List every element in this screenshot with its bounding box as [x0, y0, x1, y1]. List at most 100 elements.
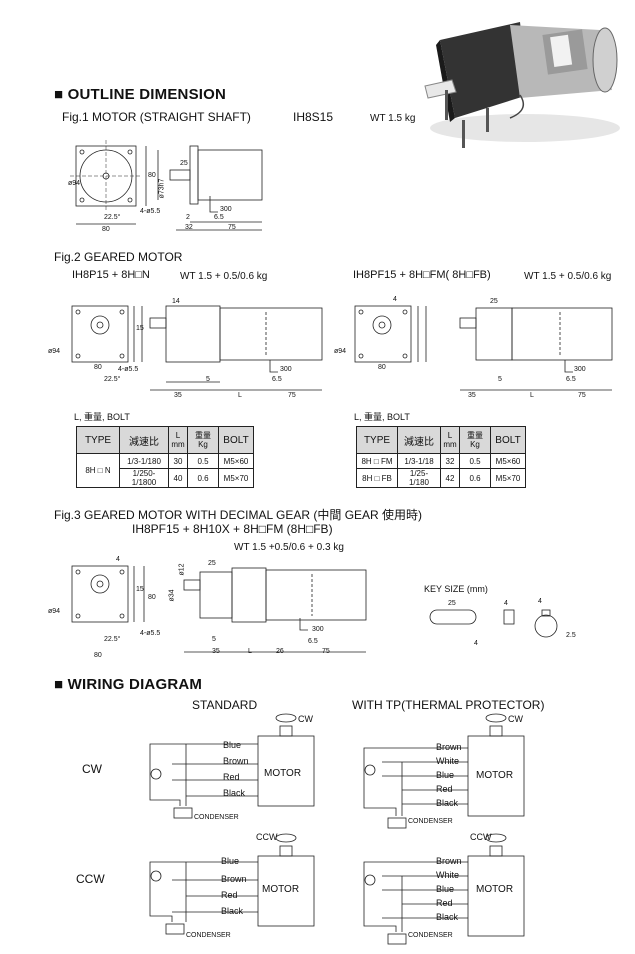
fig3-dim-300: 300 — [312, 626, 324, 633]
fig1-dim-80b: 80 — [148, 172, 156, 179]
wire-label: Black — [221, 906, 244, 916]
fig2a-dim-75: 75 — [288, 392, 296, 399]
wire-label: Black — [223, 788, 246, 798]
wire-label: White — [436, 756, 460, 766]
keysize-dim-4c: 4 — [474, 640, 478, 647]
fig2a-weight: WT 1.5 + 0.5/0.6 kg — [180, 271, 268, 282]
fig2b-dim-65: 6.5 — [566, 376, 576, 383]
fig3-dim-26: 26 — [276, 648, 284, 655]
table-row: 8H □ N 1/3-1/180 30 0.5 M5×60 — [76, 453, 254, 488]
wiring-heading: ■ WIRING DIAGRAM — [54, 676, 203, 693]
wire-label: Brown — [436, 742, 462, 752]
wiring-tp-label: WITH TP(THERMAL PROTECTOR) — [352, 698, 545, 712]
keysize-dim-4b: 4 — [538, 598, 542, 605]
fig2-title: Fig.2 GEARED MOTOR — [54, 250, 183, 264]
fig3-dim-15: 15 — [136, 586, 144, 593]
fig1-dim-75: 75 — [228, 224, 236, 231]
condenser-label: CONDENSER — [408, 932, 453, 939]
motor-label: MOTOR — [476, 884, 514, 895]
fig2b-weight: WT 1.5 + 0.5/0.6 kg — [524, 271, 612, 282]
wiring-standard-label: STANDARD — [192, 698, 258, 712]
wire-label: Black — [436, 798, 459, 808]
fig2b-dim-80: 80 — [378, 364, 386, 371]
table-row: 1/250-1/1800 40 0.6 M5×70 — [77, 468, 254, 488]
fig2b-dim-25: 25 — [490, 298, 498, 305]
wire-label: Black — [436, 912, 459, 922]
th-l-unit: mm — [171, 440, 185, 449]
fig2b-dim-5: 5 — [498, 376, 502, 383]
fig3-model: IH8PF15 + 8H10X + 8H□FM (8H□FB) — [132, 522, 333, 536]
th-wt-name: 重量 — [195, 431, 211, 440]
fig2b-dim-4: 4 — [393, 296, 397, 303]
fig2b-dim-94: ø94 — [334, 348, 347, 355]
table-row: 8H □ FM 1/3-1/18 32 0.5 M5×60 — [356, 453, 526, 469]
wire-label: Red — [436, 784, 453, 794]
fig1-title: Fig.1 MOTOR (STRAIGHT SHAFT) — [62, 110, 251, 124]
th-bolt: BOLT — [218, 426, 254, 454]
fig2a-model: IH8P15 + 8H□N — [72, 269, 150, 281]
motor-label: MOTOR — [262, 884, 300, 895]
th-ratio: 減速比 — [397, 426, 441, 454]
cell-ratio: 1/250-1/1800 — [119, 468, 169, 488]
th-wt-unit: Kg — [470, 440, 480, 449]
table-a-caption: L, 重量, BOLT — [74, 412, 130, 422]
cell-l: 42 — [440, 468, 460, 488]
fig2a-angle: 22.5° — [104, 376, 121, 383]
fig3-dim-25: 25 — [208, 560, 216, 567]
outline-heading-text: OUTLINE DIMENSION — [67, 86, 227, 103]
th-type: TYPE — [76, 426, 120, 454]
fig3-dim-75: 75 — [322, 648, 330, 655]
keysize-dim-25: 25 — [448, 600, 456, 607]
wire-label: Blue — [223, 740, 242, 750]
wire-label: Red — [223, 772, 240, 782]
wire-label: Red — [436, 898, 453, 908]
th-wt-unit: Kg — [198, 440, 208, 449]
table-row: 8H □ FB 1/25-1/180 42 0.6 M5×70 — [356, 468, 526, 488]
fig2a-holes: 4-ø5.5 — [118, 366, 139, 373]
fig2a-dim-65: 6.5 — [272, 376, 282, 383]
fig1-model: IH8S15 — [293, 110, 334, 124]
fig2a-dim-L: L — [238, 392, 242, 399]
wiring-heading-text: WIRING DIAGRAM — [67, 676, 203, 693]
fig3-angle: 22.5° — [104, 636, 121, 643]
fig1-dim-80a: 80 — [102, 226, 110, 233]
condenser-label: CONDENSER — [194, 814, 239, 821]
condenser-label: CONDENSER — [408, 818, 453, 825]
fig3-dim-L: L — [248, 648, 252, 655]
fig2b-dim-35: 35 — [468, 392, 476, 399]
fig1-dim-2: 2 — [186, 214, 190, 221]
fig3-title: Fig.3 GEARED MOTOR WITH DECIMAL GEAR (中間… — [54, 508, 423, 522]
th-ratio: 減速比 — [119, 426, 169, 454]
rotation-label: CW — [508, 714, 523, 724]
wire-label: Blue — [436, 770, 455, 780]
fig1-dim-300: 300 — [220, 206, 232, 213]
wire-label: White — [436, 870, 460, 880]
fig1-holes: 4-ø5.5 — [140, 208, 161, 215]
wire-label: Blue — [221, 856, 240, 866]
fig1-dim-65: 6.5 — [214, 214, 224, 221]
table-b-caption: L, 重量, BOLT — [354, 412, 410, 422]
wire-label: Brown — [221, 874, 247, 884]
fig2a-dim-80: 80 — [94, 364, 102, 371]
fig1-weight: WT 1.5 kg — [370, 113, 416, 124]
cell-bolt: M5×70 — [218, 468, 254, 488]
wire-label: Blue — [436, 884, 455, 894]
rotation-label: CCW — [256, 832, 278, 842]
th-l-unit: mm — [443, 440, 457, 449]
fig2a-dim-15: 15 — [136, 325, 144, 332]
outline-heading: ■ OUTLINE DIMENSION — [54, 86, 227, 103]
keysize-dim-4a: 4 — [504, 600, 508, 607]
fig1-dim-32: 32 — [185, 224, 193, 231]
wire-label: Brown — [223, 756, 249, 766]
fig3-dim-4: 4 — [116, 556, 120, 563]
fig2b-model: IH8PF15 + 8H□FM( 8H□FB) — [353, 269, 491, 281]
fig3-dim-35: 35 — [212, 648, 220, 655]
fig3-dim-94: ø94 — [48, 608, 61, 615]
